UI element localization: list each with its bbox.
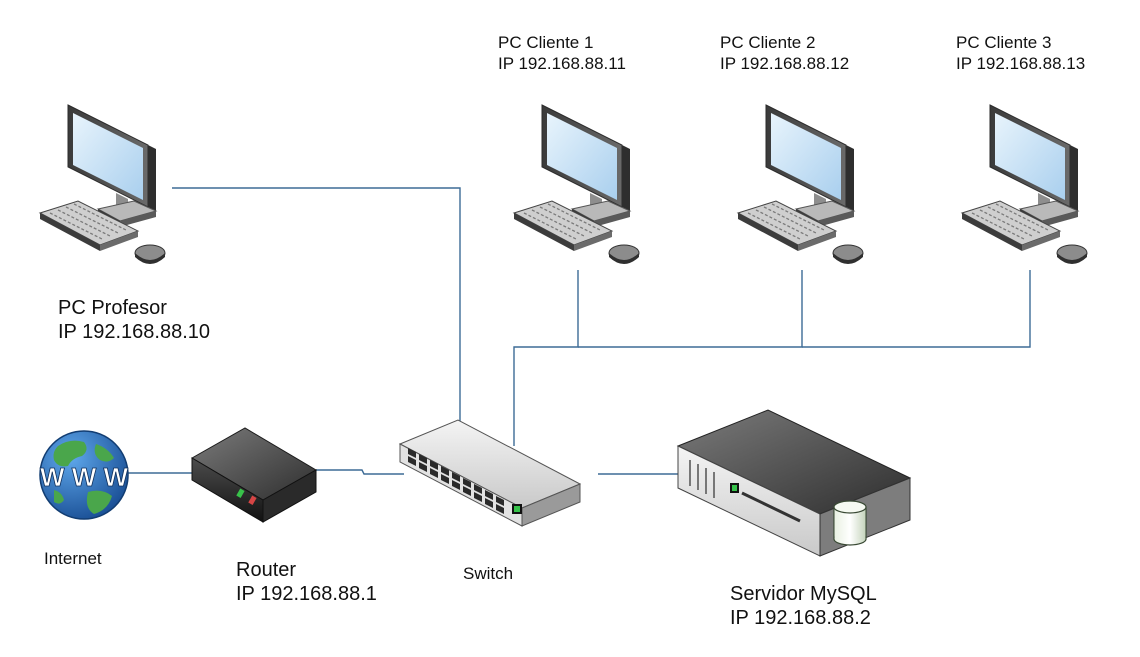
- pc-cliente-1-icon: [513, 104, 640, 265]
- pc-cliente-2-ip: IP 192.168.88.12: [720, 54, 850, 73]
- switch-name: Switch: [463, 564, 514, 583]
- label-pc-cliente-1: PC Cliente 1 IP 192.168.88.11: [498, 32, 626, 74]
- pc-cliente-3-ip: IP 192.168.88.13: [956, 54, 1086, 73]
- router-name: Router: [236, 559, 297, 581]
- label-pc-profesor: PC Profesor IP 192.168.88.10: [58, 296, 210, 344]
- label-switch: Switch: [463, 563, 513, 584]
- network-links: [128, 187, 1031, 475]
- globe-www-text: W W W: [40, 462, 129, 492]
- pc-profesor-icon: [39, 104, 166, 265]
- link-pc-profesor-to-switch: [172, 187, 461, 422]
- pc-cliente-3-name: PC Cliente 3: [956, 33, 1052, 52]
- router-ip: IP 192.168.88.1: [236, 583, 377, 605]
- internet-name: Internet: [44, 549, 102, 568]
- label-internet: Internet: [44, 548, 102, 569]
- network-switch-icon: [398, 419, 582, 527]
- pc-cliente-1-ip: IP 192.168.88.11: [498, 54, 626, 73]
- router-icon: [191, 427, 317, 523]
- servidor-ip: IP 192.168.88.2: [730, 607, 871, 629]
- pc-cliente-2-icon: [737, 104, 864, 265]
- link-router-to-switch: [316, 469, 404, 475]
- servidor-name: Servidor MySQL: [730, 583, 877, 605]
- globe-www-icon: W W W: [39, 430, 129, 520]
- label-servidor: Servidor MySQL IP 192.168.88.2: [730, 582, 877, 630]
- pc-cliente-2-name: PC Cliente 2: [720, 33, 816, 52]
- link-pc-cliente-3-to-switch: [802, 270, 1031, 348]
- pc-profesor-name: PC Profesor: [58, 297, 167, 319]
- server-database-icon: [676, 409, 912, 557]
- pc-cliente-1-name: PC Cliente 1: [498, 33, 594, 52]
- label-router: Router IP 192.168.88.1: [236, 558, 377, 606]
- pc-cliente-3-icon: [961, 104, 1088, 265]
- link-pc-cliente-2-to-switch: [578, 270, 803, 348]
- pc-profesor-ip: IP 192.168.88.10: [58, 321, 210, 343]
- label-pc-cliente-3: PC Cliente 3 IP 192.168.88.13: [956, 32, 1085, 74]
- link-pc-cliente-1-to-switch: [513, 270, 579, 446]
- label-pc-cliente-2: PC Cliente 2 IP 192.168.88.12: [720, 32, 849, 74]
